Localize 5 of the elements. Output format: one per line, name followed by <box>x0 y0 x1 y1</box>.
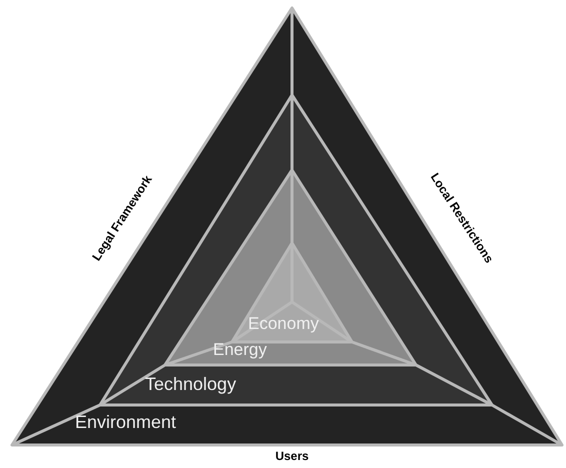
layer-label: Environment <box>75 413 176 431</box>
layer-label: Energy <box>213 341 267 358</box>
layer-label: Economy <box>248 315 319 332</box>
layer-label: Technology <box>145 375 236 393</box>
side-label: Users <box>274 450 310 462</box>
